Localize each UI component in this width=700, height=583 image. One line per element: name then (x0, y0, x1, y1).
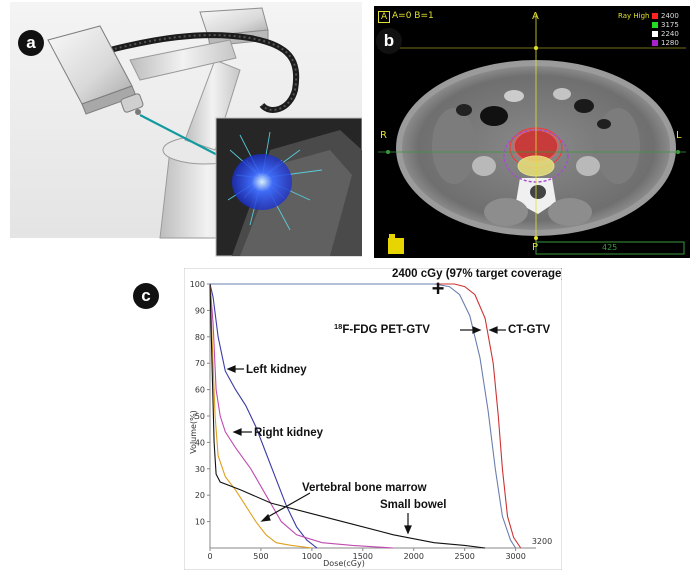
ct-window-level: Ray High (618, 12, 650, 20)
panel-b-label: b (376, 28, 402, 54)
panel-a-label: a (18, 30, 44, 56)
annotation-small-bowel: Small bowel (380, 499, 446, 511)
legend-label: 2400 (661, 11, 679, 20)
annotation-pet-gtv-superscript: 18 (334, 322, 342, 331)
annotation-2400cgy: 2400 cGy (97% target coverage) (392, 268, 562, 280)
arrow-head (260, 513, 271, 522)
annotation-left-kidney: Left kidney (246, 364, 307, 376)
arrow-head (232, 428, 242, 436)
y-tick-label: 30 (195, 465, 205, 474)
annotation-pet-gtv-text: 18F-FDG PET-GTV (334, 322, 430, 337)
x-tick-label: 2000 (404, 552, 424, 561)
annotation-right-kidney: Right kidney (254, 427, 324, 439)
legend-item: 3175 (652, 20, 688, 29)
legend-item: 2400 (652, 11, 688, 20)
dvh-x-axis-label: Dose(cGy) (323, 559, 365, 568)
arrow-vertebral-bone-marrow (265, 492, 311, 519)
ct-viewer (374, 6, 690, 258)
robot-illustration (10, 2, 363, 257)
panel-c-label: c (133, 283, 159, 309)
arrow-head (488, 326, 498, 334)
ct-corner-box: A (378, 11, 391, 23)
y-tick-label: 20 (195, 491, 205, 500)
x-tick-label: 0 (207, 552, 212, 561)
series-18f-fdg-pet-gtv-line (210, 283, 517, 549)
y-tick-label: 100 (190, 280, 205, 289)
y-tick-label: 40 (195, 438, 205, 447)
series-right-kidney-line (209, 283, 394, 549)
legend-label: 3175 (661, 20, 679, 29)
y-tick-label: 90 (195, 306, 205, 315)
legend-item: 2240 (652, 29, 688, 38)
arrow-head (404, 525, 412, 535)
arrow-head (226, 365, 236, 373)
legend-label: 2240 (661, 29, 679, 38)
y-tick-label: 80 (195, 333, 205, 342)
ct-slider-value[interactable]: 425 (602, 243, 618, 252)
series-vertebral-bone-marrow-line (209, 283, 312, 549)
dvh-series-group (209, 283, 522, 549)
series-ct-gtv-line (210, 283, 522, 549)
legend-swatch (652, 12, 658, 19)
dvh-y-axis-label: Volume(%) (189, 410, 198, 454)
legend-swatch (652, 21, 658, 28)
legend-swatch (652, 30, 658, 37)
series-small-bowel-line (209, 283, 486, 549)
annotation-2400cgy-marker: + (432, 276, 445, 301)
series-left-kidney-line (209, 283, 318, 549)
annotation-arrows (226, 326, 506, 535)
x-tick-label: 1500 (353, 552, 373, 561)
ct-header: A=0 B=1 (392, 11, 434, 21)
x-tick-label: 500 (253, 552, 268, 561)
y-tick-label: 50 (195, 412, 205, 421)
arrow-head (472, 326, 482, 334)
ct-orient-bottom: P (532, 242, 539, 253)
ct-orient-right: L (676, 130, 682, 141)
ct-orient-left: R (380, 130, 387, 141)
x-tick-label: 3000 (505, 552, 525, 561)
x-tick-label: 1000 (302, 552, 322, 561)
legend-item: 1280 (652, 38, 688, 47)
dvh-x-end-label: 3200 (532, 537, 552, 546)
legend-label: 1280 (661, 38, 679, 47)
annotation-pet-gtv-rest: F-FDG PET-GTV (342, 324, 430, 336)
legend-swatch (652, 39, 658, 46)
y-tick-label: 70 (195, 359, 205, 368)
y-tick-label: 60 (195, 386, 205, 395)
annotation-pet-gtv: 18F-FDG PET-GTV (334, 322, 430, 337)
annotation-vertebral-bone-marrow: Vertebral bone marrow (302, 482, 427, 494)
annotation-ct-gtv: CT-GTV (508, 324, 550, 336)
ct-orient-top: A (532, 11, 539, 22)
panel-a-robot-illustration: a (0, 0, 363, 258)
y-tick-label: 10 (195, 518, 205, 527)
x-tick-label: 2500 (455, 552, 475, 561)
